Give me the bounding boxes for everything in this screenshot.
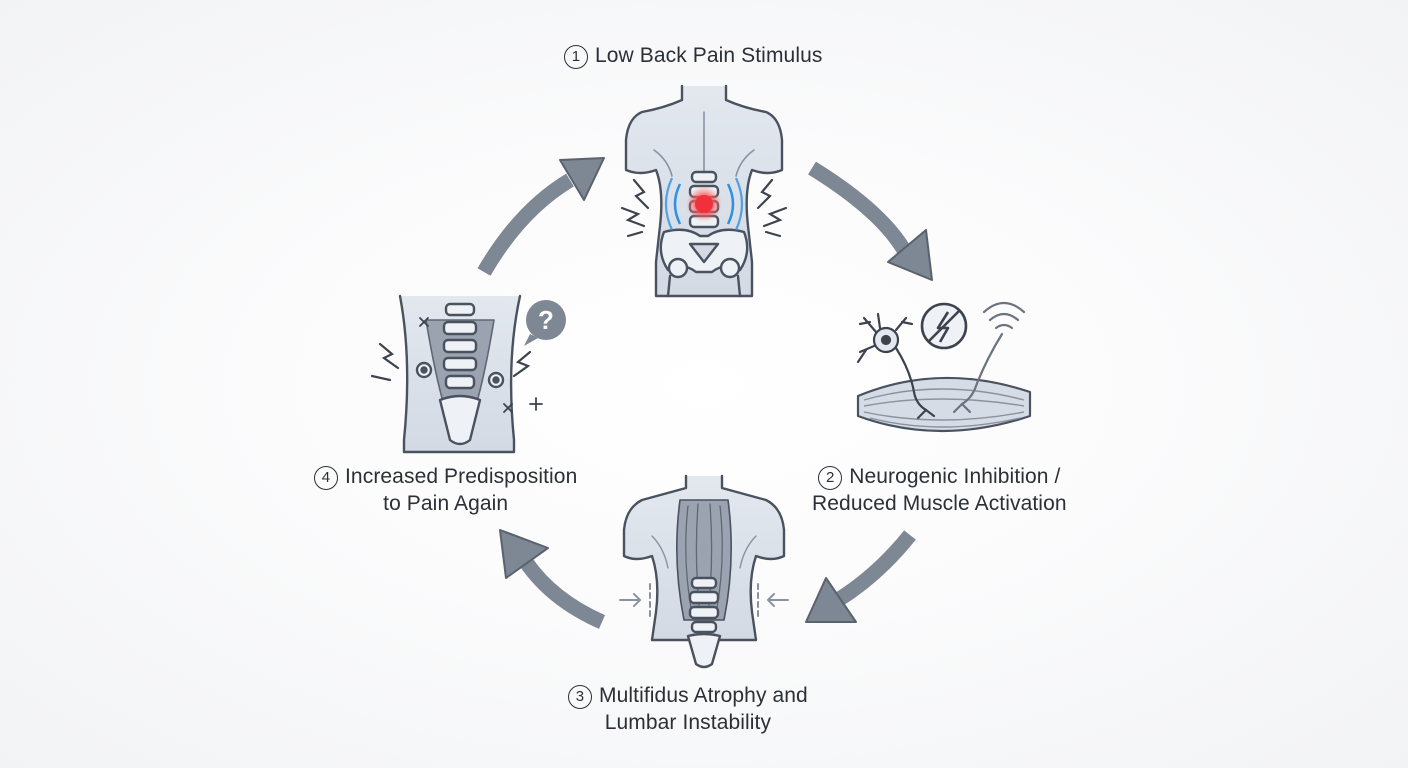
step-2-title-line2: Reduced Muscle Activation <box>812 492 1067 515</box>
step-3-title-line2: Lumbar Instability <box>604 711 772 734</box>
instability-spark-icon <box>370 317 543 413</box>
step-3-label: 3 Multifidus Atrophy and Lumbar Instabili… <box>568 682 808 736</box>
step-2-title-line1: Neurogenic Inhibition / <box>849 465 1061 488</box>
instability-arrows-icon <box>619 583 789 617</box>
muscle-bundle-icon <box>856 376 1032 433</box>
step-4-title-line2: to Pain Again <box>383 492 509 515</box>
question-bubble-icon: ? <box>524 300 566 346</box>
step-3-number: 3 <box>568 685 592 709</box>
nerve-signal-wave-icon <box>952 301 1026 414</box>
neuron-icon <box>856 312 936 420</box>
arrow-step4-to-step1 <box>477 157 605 276</box>
svg-text:?: ? <box>538 305 554 335</box>
pain-spark-left-icon <box>620 178 650 238</box>
step-3-title-line1: Multifidus Atrophy and <box>599 684 808 707</box>
pain-point-icon <box>664 177 744 231</box>
arrow-step1-to-step2 <box>808 161 933 281</box>
step-4-label: 4 Increased Predisposition to Pain Again <box>314 463 577 517</box>
multifidus-atrophy-torso-icon <box>622 474 786 669</box>
step-2-number: 2 <box>818 466 843 490</box>
pain-spark-right-icon <box>756 178 788 238</box>
step-1-title: Low Back Pain Stimulus <box>595 44 823 67</box>
unstable-spine-question-icon <box>398 294 522 454</box>
inhibited-signal-icon <box>920 302 968 350</box>
step-2-label: 2 Neurogenic Inhibition / Reduced Muscle … <box>812 463 1067 517</box>
arrow-step2-to-step3 <box>805 530 916 623</box>
arrow-step3-to-step4 <box>499 529 606 629</box>
step-4-title-line1: Increased Predisposition <box>345 465 578 488</box>
step-4-number: 4 <box>314 466 338 490</box>
step-1-label: 1 Low Back Pain Stimulus <box>564 42 822 69</box>
step-1-number: 1 <box>564 45 588 69</box>
